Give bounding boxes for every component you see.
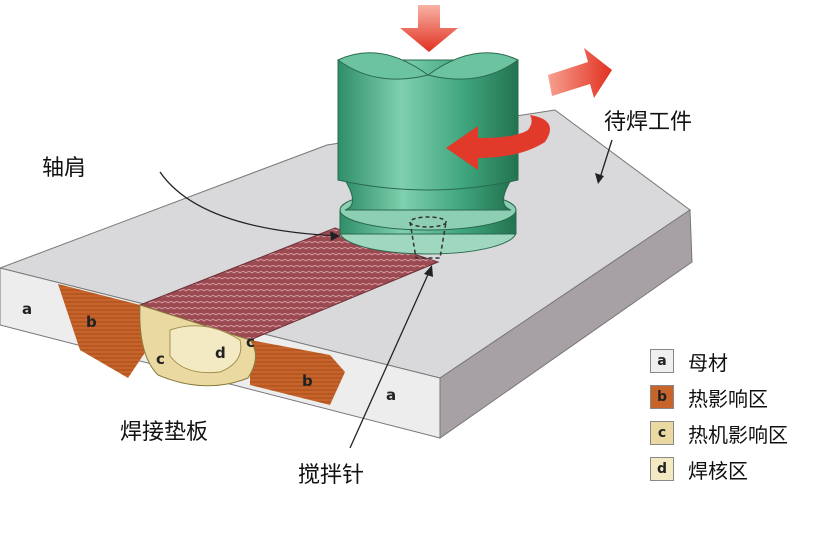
workpiece-leader — [599, 139, 613, 179]
tool-cylinder — [337, 59, 519, 191]
pin-top — [409, 216, 447, 228]
travel-direction-arrow — [548, 48, 612, 98]
shoulder-leader-head — [330, 231, 340, 241]
legend-text: 母材 — [688, 351, 728, 375]
pin-label: 搅拌针 — [292, 455, 371, 491]
pin-outline — [409, 221, 447, 259]
zone-marker-a-right: a — [386, 386, 397, 404]
legend-text: 热机影响区 — [688, 423, 788, 447]
heat-affected-zone-left — [58, 284, 150, 378]
legend-key: c — [650, 421, 674, 445]
shoulder-leader — [159, 171, 341, 237]
zone-marker-c-right: c — [246, 333, 255, 351]
zone-marker-a-left: a — [22, 300, 33, 318]
legend-text: 焊核区 — [688, 459, 748, 483]
zone-marker-d: d — [215, 344, 226, 362]
rotation-arrow — [446, 115, 550, 170]
legend-text: 热影响区 — [688, 387, 768, 411]
legend-key: a — [650, 349, 674, 373]
legend-key: b — [650, 385, 674, 409]
pin-leader — [349, 269, 431, 449]
zone-marker-c-left: c — [156, 350, 165, 368]
shoulder-label: 轴肩 — [36, 148, 93, 184]
tool-top — [337, 52, 519, 80]
workpiece-label: 待焊工件 — [598, 102, 699, 138]
zone-marker-b-right: b — [302, 372, 313, 390]
legend-key: d — [650, 457, 674, 481]
workpiece-leader-head — [595, 173, 604, 184]
heat-affected-zone-right — [250, 340, 345, 405]
pin-leader-head — [424, 265, 433, 277]
force-arrow — [400, 5, 458, 52]
backing-plate-label: 焊接垫板 — [114, 412, 215, 448]
plate-side-face — [439, 209, 693, 439]
nugget-zone — [169, 325, 242, 374]
zone-marker-b-left: b — [86, 313, 97, 331]
